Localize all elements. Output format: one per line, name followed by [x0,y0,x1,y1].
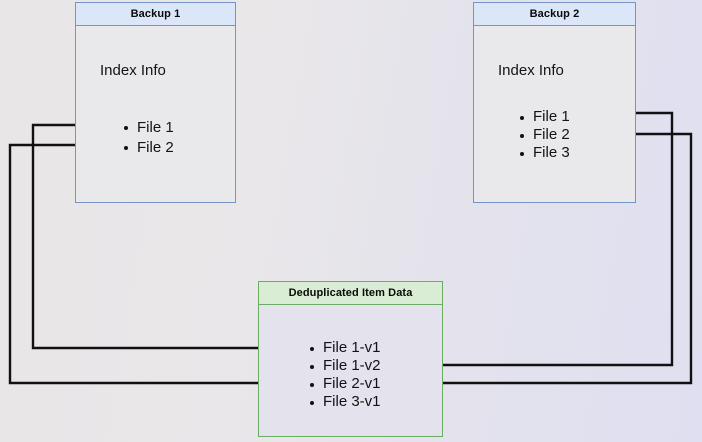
node-backup2-file-list: File 1 File 2 File 3 [518,108,570,162]
list-item[interactable]: File 1 [518,108,570,126]
node-backup2-body: Index Info File 1 File 2 File 3 [474,26,635,202]
list-item[interactable]: File 3-v1 [308,393,381,411]
node-backup1-title: Backup 1 [76,3,235,26]
node-backup1-index-label: Index Info [100,62,166,79]
list-item[interactable]: File 2 [518,126,570,144]
node-dedup-body: File 1-v1 File 1-v2 File 2-v1 File 3-v1 [259,305,442,436]
node-dedup-title: Deduplicated Item Data [259,282,442,305]
node-backup1[interactable]: Backup 1 Index Info File 1 File 2 [75,2,236,203]
node-dedup-file-list: File 1-v1 File 1-v2 File 2-v1 File 3-v1 [308,339,381,411]
node-backup2-index-label: Index Info [498,62,564,79]
list-item[interactable]: File 3 [518,144,570,162]
node-backup1-body: Index Info File 1 File 2 [76,26,235,202]
node-backup2[interactable]: Backup 2 Index Info File 1 File 2 File 3 [473,2,636,203]
node-backup2-title: Backup 2 [474,3,635,26]
node-deduplicated-item-data[interactable]: Deduplicated Item Data File 1-v1 File 1-… [258,281,443,437]
node-backup1-file-list: File 1 File 2 [122,118,174,158]
list-item[interactable]: File 1-v1 [308,339,381,357]
list-item[interactable]: File 2 [122,138,174,158]
list-item[interactable]: File 2-v1 [308,375,381,393]
list-item[interactable]: File 1 [122,118,174,138]
list-item[interactable]: File 1-v2 [308,357,381,375]
